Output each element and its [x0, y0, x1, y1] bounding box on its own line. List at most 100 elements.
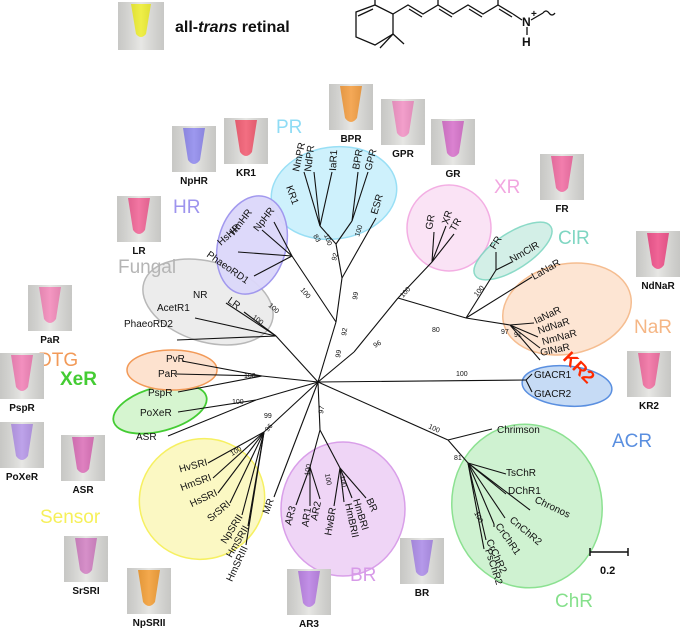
- group-label-br: BR: [350, 565, 376, 586]
- group-label-xer: XeR: [60, 369, 97, 390]
- photo-caption: GR: [446, 169, 462, 180]
- photo-kr2: KR2: [627, 351, 671, 412]
- photo-pspr: PspR: [0, 353, 44, 414]
- photo-kr1: KR1: [224, 118, 268, 179]
- nitrogen-atom: N: [522, 15, 531, 29]
- bootstrap: 96: [264, 423, 274, 434]
- bootstrap: 100: [232, 399, 244, 406]
- group-label-acr: ACR: [612, 431, 652, 452]
- photo-caption: PoXeR: [6, 472, 39, 483]
- hydrogen-atom: H: [522, 35, 531, 49]
- bootstrap: 99: [335, 349, 343, 358]
- bootstrap: 100: [244, 373, 256, 380]
- leaf-pvr: PvR: [166, 354, 185, 365]
- photo-srsri: SrSRI: [64, 536, 108, 597]
- clade-clr: [473, 221, 553, 281]
- photo-caption: PaR: [40, 335, 60, 346]
- group-label-pr: PR: [276, 117, 302, 138]
- retinal-photo: [118, 2, 164, 50]
- photo-caption: KR2: [639, 401, 659, 412]
- bootstrap: 100: [322, 233, 333, 246]
- photo-bpr: BPR: [329, 84, 373, 145]
- photo-caption: NdNaR: [641, 281, 675, 292]
- bootstrap: 97: [318, 405, 326, 414]
- bootstrap: 100: [427, 423, 441, 434]
- group-label-hr: HR: [173, 197, 200, 218]
- bootstrap: 99: [352, 291, 360, 300]
- scale-bar-value: 0.2: [600, 565, 615, 577]
- photo-caption: SrSRI: [72, 586, 99, 597]
- photo-caption: KR1: [236, 168, 256, 179]
- bootstrap: 81: [454, 455, 462, 462]
- photo-par: PaR: [28, 285, 72, 346]
- photo-gr: GR: [431, 119, 475, 180]
- group-label-chr: ChR: [555, 591, 593, 612]
- leaf-acetr1: AcetR1: [157, 303, 190, 314]
- photo-poxer: PoXeR: [0, 422, 44, 483]
- leaf-iar1: IaR1: [328, 149, 340, 171]
- clade-br: [280, 441, 406, 577]
- bootstrap: 100: [323, 473, 332, 486]
- leaf-chrimson: Chrimson: [497, 425, 540, 436]
- photo-ar3: AR3: [287, 569, 331, 630]
- leaf-asr: ASR: [136, 432, 157, 443]
- clade-nar: [501, 262, 633, 356]
- photo-lr: LR: [117, 196, 161, 257]
- photo-caption: NpHR: [180, 176, 209, 187]
- bootstrap: 100: [230, 446, 244, 458]
- retinal-structure: [355, 0, 556, 49]
- bootstrap: 99: [264, 413, 272, 420]
- group-label-clr: ClR: [558, 228, 590, 249]
- bootstrap: 97: [501, 329, 509, 336]
- leaf-dchr1: DChR1: [508, 486, 541, 497]
- leaf-bpr: BPR: [351, 148, 365, 170]
- pigment-title: all-trans retinal: [175, 19, 290, 36]
- tree-branches: [167, 171, 541, 550]
- bootstrap: 92: [341, 327, 349, 336]
- group-label-nar: NaR: [634, 317, 672, 338]
- leaf-br: BR: [363, 497, 379, 514]
- leaf-poxer: PoXeR: [140, 408, 172, 419]
- photo-caption: PspR: [9, 403, 35, 414]
- photo-gpr: GPR: [381, 99, 425, 160]
- leaf-ar2: AR2: [309, 500, 324, 522]
- photo-nphr: NpHR: [172, 126, 216, 187]
- bootstrap: 100: [472, 511, 484, 525]
- leaf-gr: GR: [424, 214, 437, 231]
- bootstrap: 100: [456, 371, 468, 378]
- clade-acr: [521, 364, 613, 408]
- leaf-xr: XR: [440, 209, 455, 226]
- clade-sensor: [138, 437, 266, 561]
- photo-caption: GPR: [392, 149, 414, 160]
- photo-caption: ASR: [72, 485, 94, 496]
- bootstrap: 100: [304, 464, 313, 477]
- photo-caption: FR: [555, 204, 569, 215]
- group-label-sensor: Sensor: [40, 507, 101, 528]
- clade-hr: [215, 195, 289, 295]
- photo-br: BR: [400, 538, 444, 599]
- leaf-tschr: TsChR: [506, 468, 536, 479]
- bootstrap: 100: [354, 224, 364, 237]
- clade-chr: [451, 423, 603, 589]
- leaf-ar1: AR1: [300, 506, 314, 527]
- photo-npsrii: NpSRII: [127, 568, 171, 629]
- scale-bar: 0.2: [589, 548, 629, 577]
- clade-ellipses: [112, 145, 633, 589]
- leaf-hwbr: HwBR: [323, 507, 339, 537]
- photo-caption: BPR: [340, 134, 362, 145]
- group-label-xr: XR: [494, 177, 520, 198]
- bootstrap: 100: [473, 285, 486, 299]
- photo-ndnar: NdNaR: [636, 231, 680, 292]
- bootstrap: 83: [311, 234, 321, 244]
- leaf-pspr: PspR: [148, 388, 172, 399]
- leaf-ar3: AR3: [283, 505, 299, 527]
- group-label-dtg: DTG: [38, 350, 78, 371]
- bootstrap: 91: [514, 332, 522, 339]
- bootstrap: 100: [298, 287, 311, 301]
- photo-caption: LR: [132, 246, 146, 257]
- leaf-nr: NR: [193, 290, 207, 301]
- leaf-par: PaR: [158, 369, 177, 380]
- clade-dtg: [126, 349, 218, 391]
